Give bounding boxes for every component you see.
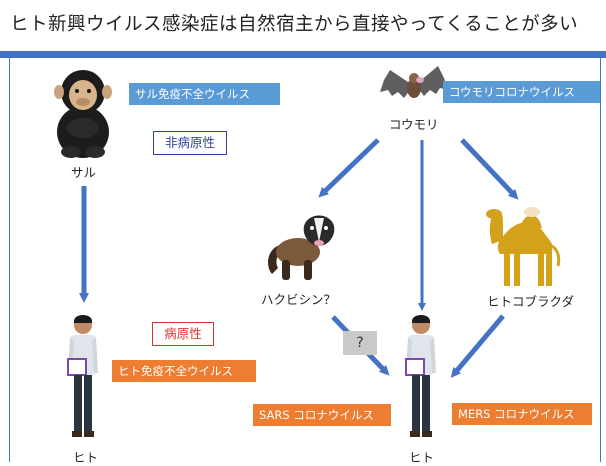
title-divider	[0, 51, 606, 58]
non-pathogenic-box: 非病原性	[153, 131, 227, 155]
right-border-line	[600, 58, 601, 462]
human-figure-icon	[405, 315, 436, 437]
bat-icon	[380, 66, 448, 98]
human-left-label: ヒト	[73, 450, 99, 465]
unknown-route-box: ?	[343, 331, 377, 355]
arrow-bat-to-camel	[460, 138, 519, 200]
mers-coronavirus-box: MERS コロナウイルス	[452, 403, 592, 425]
bat-coronavirus-box: コウモリコロナウイルス	[443, 81, 600, 103]
monkey-label: サル	[71, 165, 97, 180]
civet-label: ハクビシン？	[261, 292, 337, 307]
bat-label: コウモリ	[389, 117, 439, 132]
pathogenic-box: 病原性	[152, 322, 214, 346]
siv-box: サル免疫不全ウイルス	[129, 83, 280, 105]
civet-icon	[268, 215, 335, 280]
chimpanzee-icon	[54, 70, 112, 158]
human-figure-icon	[67, 315, 98, 437]
sars-coronavirus-box: SARS コロナウイルス	[253, 404, 391, 426]
left-border-line	[9, 58, 10, 462]
arrow-bat-to-civet	[318, 138, 380, 198]
human-right-label: ヒト	[409, 450, 435, 465]
page-title: ヒト新興ウイルス感染症は自然宿主から直接やってくることが多い	[10, 14, 579, 35]
camel-icon	[486, 207, 561, 286]
arrow-camel-to-human	[450, 314, 505, 378]
hiv-box: ヒト免疫不全ウイルス	[112, 360, 256, 382]
camel-label: ヒトコブラクダ	[487, 294, 575, 309]
